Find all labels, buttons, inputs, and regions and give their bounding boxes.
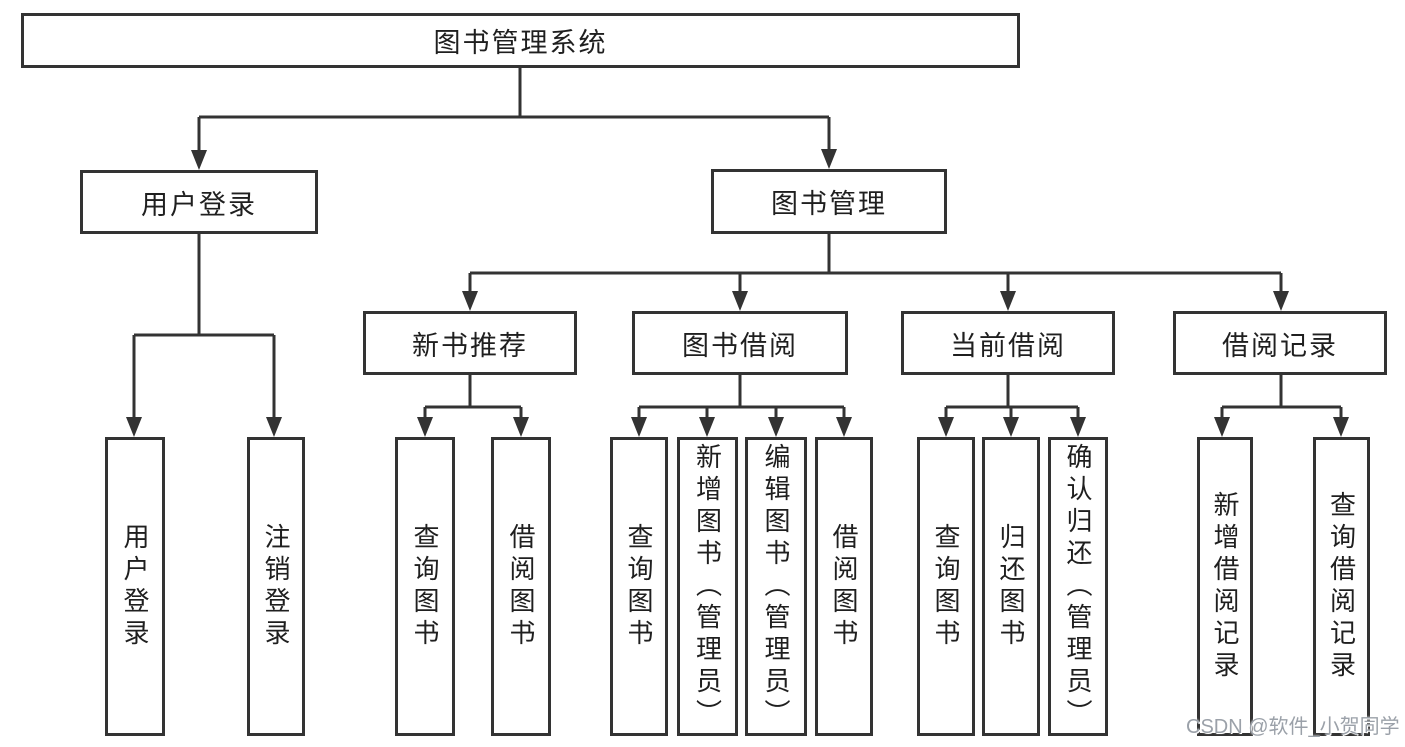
leaf-return-book: 归还图书 bbox=[982, 437, 1040, 736]
node-user-login: 用户登录 bbox=[80, 170, 318, 234]
leaf-query-books: 查询图书 bbox=[395, 437, 455, 736]
leaf-logout: 注销登录 bbox=[247, 437, 305, 736]
leaf-borrow-books: 借阅图书 bbox=[491, 437, 551, 736]
leaf-add-book-admin: 新增图书（管理员） bbox=[677, 437, 738, 736]
leaf-borrow-books: 借阅图书 bbox=[815, 437, 873, 736]
leaf-add-borrow-record: 新增借阅记录 bbox=[1197, 437, 1253, 736]
leaf-query-books: 查询图书 bbox=[917, 437, 975, 736]
node-book-borrowing: 图书借阅 bbox=[632, 311, 848, 375]
node-borrow-records: 借阅记录 bbox=[1173, 311, 1387, 375]
leaf-confirm-return-admin: 确认归还（管理员） bbox=[1048, 437, 1108, 736]
node-book-management: 图书管理 bbox=[711, 169, 947, 234]
node-current-borrowing: 当前借阅 bbox=[901, 311, 1115, 375]
node-library-system: 图书管理系统 bbox=[21, 13, 1020, 68]
connector-trunks bbox=[134, 68, 1341, 409]
leaf-query-borrow-record: 查询借阅记录 bbox=[1313, 437, 1370, 736]
leaf-query-books: 查询图书 bbox=[610, 437, 668, 736]
leaf-edit-book-admin: 编辑图书（管理员） bbox=[745, 437, 807, 736]
leaf-user-login: 用户登录 bbox=[105, 437, 165, 736]
watermark: CSDN @软件_小贺同学 bbox=[1186, 716, 1400, 738]
node-new-book-recommend: 新书推荐 bbox=[363, 311, 577, 375]
